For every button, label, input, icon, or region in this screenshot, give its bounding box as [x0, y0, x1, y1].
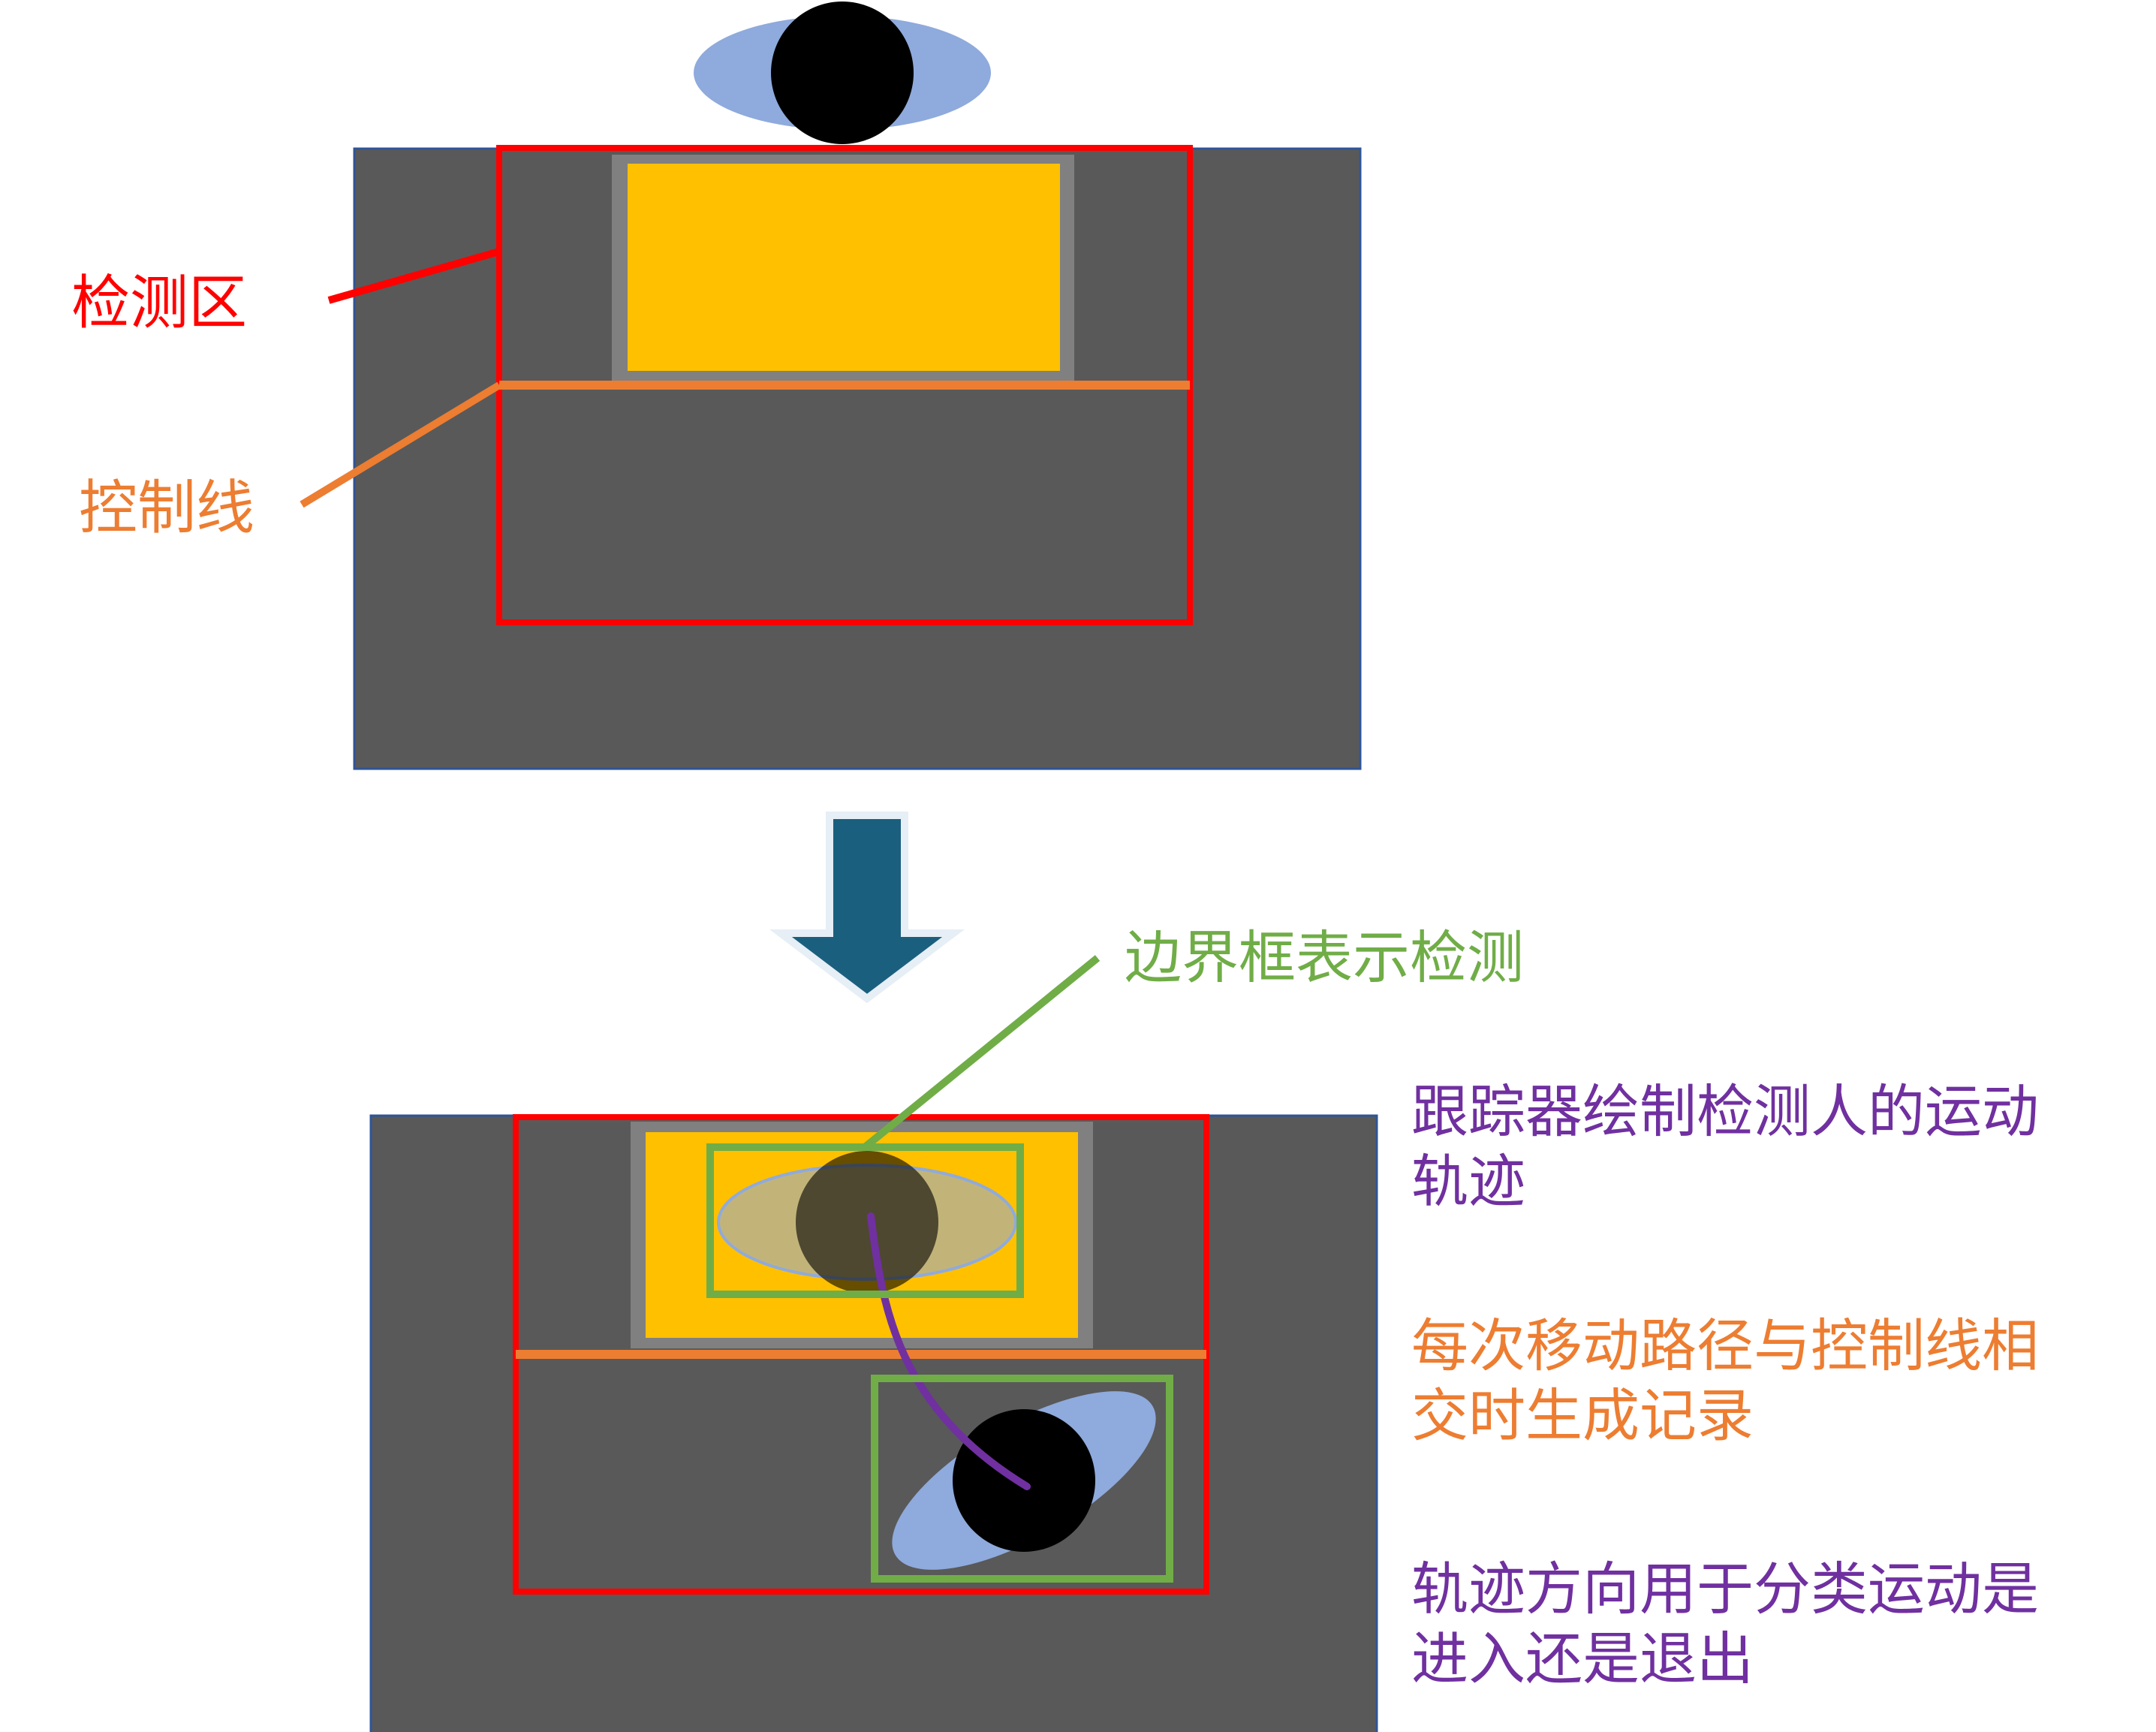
previous-person-head [796, 1151, 938, 1294]
top-scene: 检测区 控制线 [71, 2, 1362, 770]
top-person-head [771, 2, 914, 144]
down-arrow [769, 812, 965, 1004]
bottom-scene [369, 955, 1378, 1732]
bbox-current [871, 1375, 1173, 1583]
control-line-leader [300, 381, 501, 508]
record-label-line2: 交时生成记录 [1411, 1382, 1754, 1449]
bbox-detection-label: 边界框表示检测 [1125, 924, 1524, 991]
person-previous-position [717, 1151, 1017, 1294]
direction-label-line2: 进入还是退出 [1411, 1625, 1754, 1692]
control-line-label: 控制线 [79, 474, 254, 542]
bbox-leader [862, 955, 1101, 1150]
tracker-label-line1: 跟踪器绘制检测人的运动 [1411, 1078, 2039, 1145]
detection-zone-leader [327, 248, 501, 304]
top-person [694, 2, 991, 144]
record-label-line1: 每次移动路径与控制线相 [1411, 1312, 2039, 1379]
direction-label-line1: 轨迹方向用于分类运动是 [1411, 1556, 2039, 1622]
trajectory-path [867, 1212, 1031, 1490]
top-door [628, 164, 1060, 371]
down-arrow-shape [769, 812, 965, 1004]
tracker-label-line2: 轨迹 [1411, 1148, 1525, 1215]
detection-zone-label: 检测区 [71, 270, 247, 337]
